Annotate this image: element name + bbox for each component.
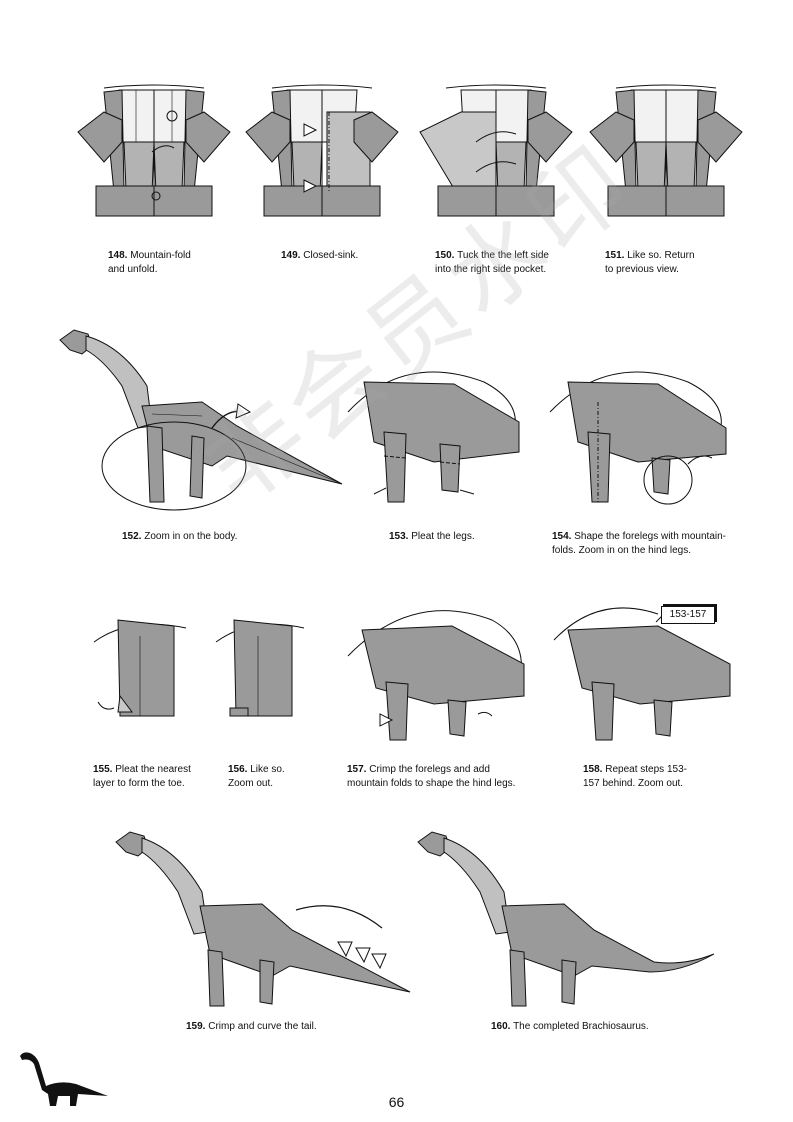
step-152-diagram [59,329,343,511]
step-152-caption: 152. Zoom in on the body. [122,531,238,542]
step-158-caption: 158. Repeat steps 153-157 behind. Zoom o… [583,764,687,789]
brachiosaurus-silhouette-icon [20,1052,108,1106]
step-148-diagram [77,84,231,217]
step-155-diagram [93,619,187,717]
step-154-caption: 154. Shape the forelegs with mountain-fo… [552,531,727,556]
step-151-diagram [589,84,743,217]
step-158-diagram [553,607,731,741]
step-160-diagram [417,831,715,1007]
step-154-diagram [549,371,727,505]
step-149-caption: 149. Closed-sink. [281,250,359,261]
brachiosaurus-model [59,329,343,503]
step-150-diagram [419,84,573,217]
repeat-steps-tag: 153-157 [661,606,715,624]
step-156-diagram [215,619,305,717]
page-number: 66 [388,1094,405,1110]
step-157-diagram [347,610,525,741]
step-149-diagram [245,84,399,217]
step-153-caption: 153. Pleat the legs. [389,531,475,542]
step-159-caption: 159. Crimp and curve the tail. [186,1021,317,1032]
step-156-caption: 156. Like so.Zoom out. [228,764,285,789]
step-160-caption: 160. The completed Brachiosaurus. [491,1021,649,1032]
step-159-diagram [115,831,411,1007]
step-153-diagram [347,371,520,503]
base-model [77,84,231,217]
